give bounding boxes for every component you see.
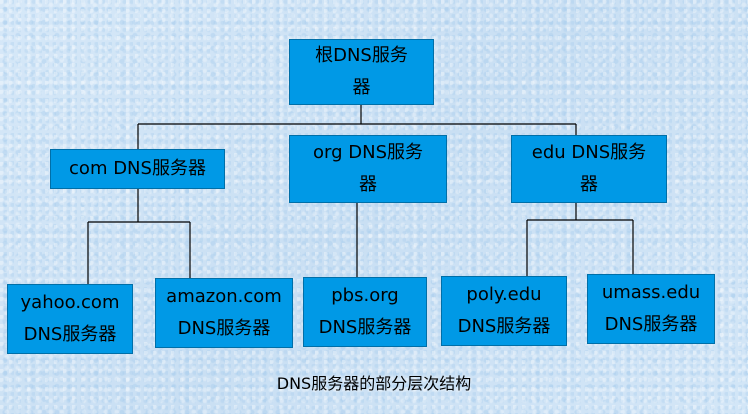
poly-dns-server-node: poly.edu DNS服务器 [441, 276, 567, 346]
umass-dns-server-node: umass.edu DNS服务器 [587, 274, 715, 344]
com-dns-server-node: com DNS服务器 [50, 149, 225, 189]
yahoo-dns-server-node: yahoo.com DNS服务器 [7, 284, 133, 354]
root-node-label-line1: 根DNS服务 [315, 45, 408, 66]
root-dns-server-node: 根DNS服务 器 [289, 39, 434, 105]
org-dns-server-node: org DNS服务 器 [289, 135, 447, 203]
pbs-dns-server-node: pbs.org DNS服务器 [303, 277, 427, 347]
yahoo-node-label-line2: DNS服务器 [23, 324, 117, 345]
diagram-caption: DNS服务器的部分层次结构 [276, 374, 472, 393]
amazon-node-label-line2: DNS服务器 [177, 318, 271, 339]
org-node-label-line2: 器 [359, 174, 377, 195]
edu-dns-server-node: edu DNS服务 器 [511, 135, 667, 203]
edu-node-label-line2: 器 [580, 174, 598, 195]
com-node-label: com DNS服务器 [69, 158, 206, 179]
amazon-dns-server-node: amazon.com DNS服务器 [155, 278, 293, 348]
org-node-label-line1: org DNS服务 [313, 142, 423, 163]
pbs-node-label-line2: DNS服务器 [318, 317, 412, 338]
umass-node-label-line1: umass.edu [601, 282, 701, 303]
poly-node-label-line1: poly.edu [466, 284, 542, 305]
pbs-node-label-line1: pbs.org [331, 285, 399, 306]
yahoo-node-label-line1: yahoo.com [20, 292, 120, 313]
poly-node-label-line2: DNS服务器 [457, 316, 551, 337]
umass-node-label-line2: DNS服务器 [604, 314, 698, 335]
edu-node-label-line1: edu DNS服务 [531, 142, 647, 163]
amazon-node-label-line1: amazon.com [166, 286, 282, 307]
root-node-label-line2: 器 [352, 77, 371, 98]
